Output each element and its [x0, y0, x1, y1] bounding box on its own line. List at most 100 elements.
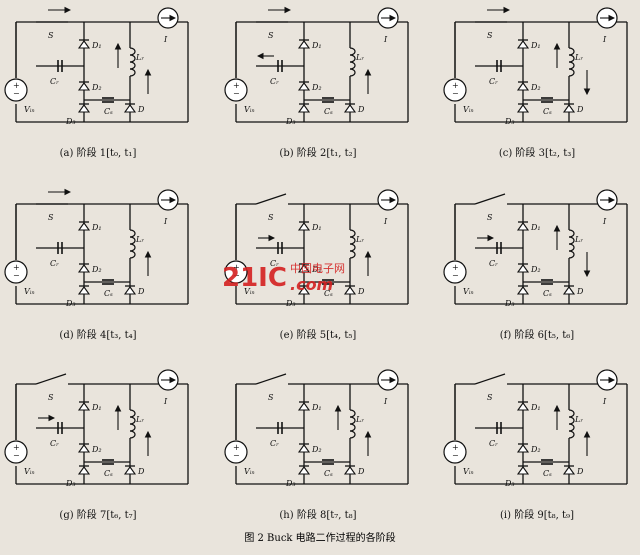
source-label: Vᵢₙ	[463, 467, 474, 476]
diode-d1	[297, 221, 311, 231]
load-label: I	[383, 397, 388, 406]
cr-label: Cᵣ	[489, 259, 498, 268]
d-label: D	[576, 105, 584, 114]
diode-d2	[297, 81, 311, 91]
diode-d	[123, 465, 137, 475]
d2-label: D₂	[91, 83, 102, 92]
source-label: Vᵢₙ	[244, 287, 255, 296]
cs-label: Cₛ	[543, 289, 552, 298]
watermark-cn: 中国电子网	[290, 262, 345, 275]
diode-d1	[516, 401, 530, 411]
cs-label: Cₛ	[324, 469, 333, 478]
cs-label: Cₛ	[324, 289, 333, 298]
cr-label: Cᵣ	[489, 77, 498, 86]
d-label: D	[357, 287, 365, 296]
diode-d2	[297, 443, 311, 453]
cr-label: Cᵣ	[270, 77, 279, 86]
d3-label: D₃	[504, 299, 515, 308]
diode-d3	[516, 103, 530, 113]
diode-d3	[297, 103, 311, 113]
voltage-source: +−	[4, 384, 28, 466]
load-label: I	[163, 35, 168, 44]
diode-d2	[77, 263, 91, 273]
diode-d2	[516, 443, 530, 453]
source-label: Vᵢₙ	[244, 105, 255, 114]
diode-d1	[297, 39, 311, 49]
cs-label: Cₛ	[104, 107, 113, 116]
inductor-lr	[349, 409, 356, 439]
d2-label: D₂	[530, 83, 541, 92]
d-label: D	[357, 467, 365, 476]
diode-d	[562, 465, 576, 475]
inductor-lr	[568, 409, 575, 439]
source-plus-sign: +	[233, 81, 240, 90]
source-minus-sign: −	[452, 451, 459, 460]
d1-label: D₁	[91, 403, 102, 412]
inductor-lr	[129, 229, 136, 259]
d3-label: D₃	[65, 479, 76, 488]
source-plus-sign: +	[13, 443, 20, 452]
switch-label: S	[487, 393, 493, 402]
diode-d	[123, 103, 137, 113]
d2-label: D₂	[311, 265, 322, 274]
d2-label: D₂	[91, 445, 102, 454]
switch-label: S	[487, 213, 493, 222]
panel-caption: (i) 阶段 9[t₈, t₉]	[500, 508, 574, 521]
panel-caption: (f) 阶段 6[t₅, t₆]	[500, 328, 575, 341]
panel-caption: (a) 阶段 1[t₀, t₁]	[60, 146, 137, 159]
diode-d3	[77, 103, 91, 113]
diode-d3	[297, 465, 311, 475]
source-label: Vᵢₙ	[24, 467, 35, 476]
inductor-lr	[129, 409, 136, 439]
d3-label: D₃	[285, 299, 296, 308]
diode-d2	[77, 81, 91, 91]
source-minus-sign: −	[452, 89, 459, 98]
resonant-capacitor	[496, 242, 502, 254]
lr-label: Lᵣ	[574, 53, 583, 62]
d1-label: D₁	[530, 223, 541, 232]
snubber-capacitor	[541, 279, 553, 285]
load-label: I	[602, 397, 607, 406]
diode-d1	[77, 221, 91, 231]
resonant-capacitor	[277, 242, 283, 254]
snubber-capacitor	[322, 97, 334, 103]
diode-d	[343, 103, 357, 113]
source-plus-sign: +	[452, 443, 459, 452]
resonant-capacitor	[277, 60, 283, 72]
lr-label: Lᵣ	[574, 415, 583, 424]
diode-d1	[516, 221, 530, 231]
diode-d1	[297, 401, 311, 411]
lr-label: Lᵣ	[355, 235, 364, 244]
load-label: I	[383, 217, 388, 226]
load-label: I	[163, 397, 168, 406]
d-label: D	[137, 105, 145, 114]
inductor-lr	[349, 47, 356, 77]
source-minus-sign: −	[233, 271, 240, 280]
panel-caption: (e) 阶段 5[t₄, t₅]	[280, 328, 357, 341]
source-label: Vᵢₙ	[244, 467, 255, 476]
source-plus-sign: +	[13, 263, 20, 272]
resonant-capacitor	[57, 60, 63, 72]
diode-d	[123, 285, 137, 295]
snubber-capacitor	[102, 279, 114, 285]
snubber-capacitor	[322, 459, 334, 465]
diode-d1	[516, 39, 530, 49]
d3-label: D₃	[504, 479, 515, 488]
cr-label: Cᵣ	[50, 259, 59, 268]
cr-label: Cᵣ	[50, 439, 59, 448]
source-plus-sign: +	[233, 263, 240, 272]
d3-label: D₃	[504, 117, 515, 126]
inductor-lr	[568, 47, 575, 77]
d1-label: D₁	[91, 41, 102, 50]
source-label: Vᵢₙ	[24, 287, 35, 296]
diode-d	[562, 285, 576, 295]
voltage-source: +−	[443, 22, 467, 104]
d-label: D	[357, 105, 365, 114]
d1-label: D₁	[530, 403, 541, 412]
figure-caption: 图 2 Buck 电路二作过程的各阶段	[244, 531, 395, 544]
